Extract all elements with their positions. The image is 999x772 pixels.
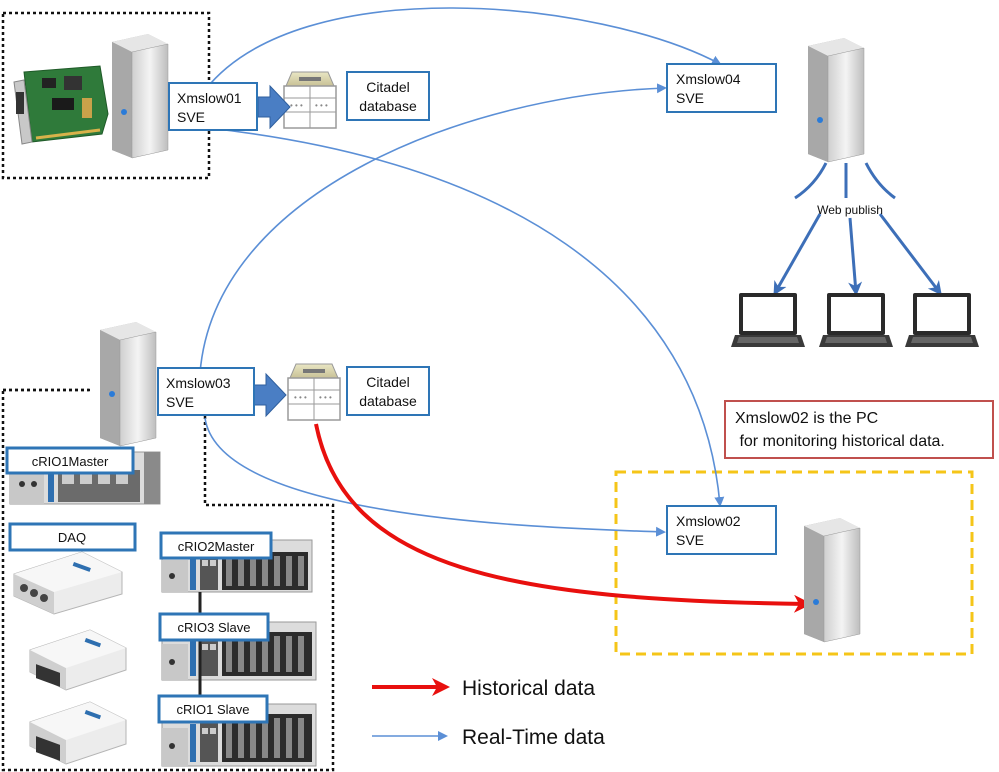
web-publish-arrows bbox=[773, 162, 942, 296]
xmslow02-sve-box: Xmslow02 SVE bbox=[666, 505, 777, 555]
citadel-db-mid-icon: • • • • • • bbox=[287, 363, 341, 421]
sve01-to-db-arrow bbox=[257, 84, 291, 130]
crio1master-label-box: cRIO1Master bbox=[5, 446, 135, 475]
citadel-top-line2: database bbox=[359, 98, 417, 114]
daq-module-2-icon bbox=[29, 629, 127, 691]
laptop-1-icon bbox=[731, 293, 805, 347]
citadel-top-line1: Citadel bbox=[366, 79, 410, 95]
legend-historical-label: Historical data bbox=[462, 677, 595, 700]
server-xmslow01-icon bbox=[112, 34, 169, 159]
citadel-top-label-box: Citadel database bbox=[346, 71, 430, 121]
server-xmslow03-icon bbox=[100, 322, 157, 447]
citadel-db-top-icon: • • • • • • bbox=[283, 71, 337, 129]
pci-card-icon bbox=[13, 65, 109, 145]
laptop-2-icon bbox=[819, 293, 893, 347]
crio1master-label: cRIO1Master bbox=[32, 454, 109, 469]
citadel-mid-line2: database bbox=[359, 393, 417, 409]
xmslow03-sve: SVE bbox=[166, 394, 194, 410]
note-box: Xmslow02 is the PC for monitoring histor… bbox=[724, 400, 994, 459]
server-xmslow02-icon bbox=[804, 518, 861, 643]
sve03-to-db-arrow bbox=[253, 372, 287, 418]
web-publish-label: Web publish bbox=[817, 203, 883, 217]
crio1slave-label: cRIO1 Slave bbox=[177, 702, 250, 717]
xmslow03-name: Xmslow03 bbox=[166, 375, 231, 391]
crio2master-label-box: cRIO2Master bbox=[159, 531, 273, 560]
crio1slave-label-box: cRIO1 Slave bbox=[157, 694, 269, 724]
xmslow03-sve-box: Xmslow03 SVE bbox=[157, 367, 255, 416]
xmslow04-sve: SVE bbox=[676, 90, 704, 106]
laptop-3-icon bbox=[905, 293, 979, 347]
crio3slave-label: cRIO3 Slave bbox=[178, 620, 251, 635]
svg-text:• • •: • • • bbox=[315, 101, 328, 110]
citadel-mid-label-box: Citadel database bbox=[346, 366, 430, 416]
server-xmslow04-icon bbox=[808, 38, 865, 163]
crio2master-label: cRIO2Master bbox=[178, 539, 255, 554]
citadel-mid-line1: Citadel bbox=[366, 374, 410, 390]
note-line1: Xmslow02 is the PC bbox=[735, 410, 878, 427]
crio3slave-label-box: cRIO3 Slave bbox=[158, 612, 270, 642]
realtime-link-03-to-02 bbox=[204, 417, 666, 537]
xmslow02-highlight-border bbox=[614, 470, 974, 656]
xmslow01-name: Xmslow01 bbox=[177, 90, 242, 106]
legend: Historical data Real-Time data bbox=[372, 677, 605, 749]
legend-realtime-label: Real-Time data bbox=[462, 726, 605, 749]
svg-text:• • •: • • • bbox=[294, 393, 307, 402]
xmslow01-sve: SVE bbox=[177, 109, 205, 125]
daq-label-box: DAQ bbox=[8, 522, 137, 552]
realtime-link-01-to-04 bbox=[204, 7, 722, 91]
realtime-link-01-to-02 bbox=[207, 127, 725, 507]
daq-module-1-icon bbox=[13, 551, 123, 615]
xmslow02-sve: SVE bbox=[676, 532, 704, 548]
svg-text:• • •: • • • bbox=[319, 393, 332, 402]
daq-label: DAQ bbox=[58, 530, 86, 545]
xmslow01-sve-box: Xmslow01 SVE bbox=[168, 82, 258, 131]
svg-text:• • •: • • • bbox=[290, 101, 303, 110]
daq-module-3-icon bbox=[29, 701, 127, 765]
realtime-link-03-to-04 bbox=[199, 83, 667, 374]
historical-link-citadel-to-02 bbox=[314, 423, 812, 613]
xmslow04-name: Xmslow04 bbox=[676, 71, 741, 87]
note-line2: for monitoring historical data. bbox=[735, 433, 945, 450]
xmslow02-name: Xmslow02 bbox=[676, 513, 741, 529]
xmslow04-sve-box: Xmslow04 SVE bbox=[666, 63, 777, 113]
